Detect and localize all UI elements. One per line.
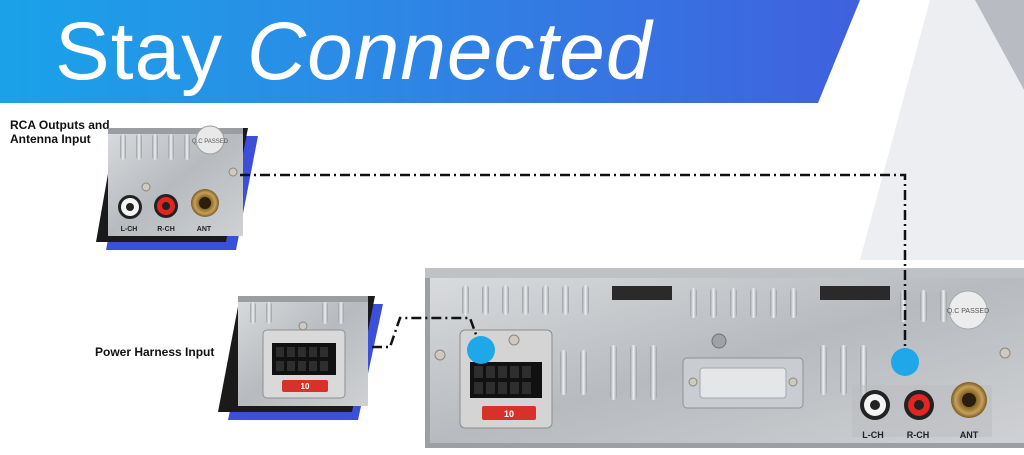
- header-banner: [0, 0, 860, 103]
- qc-sticker-text: Q.C PASSED: [947, 308, 989, 315]
- rca-connector-line: [240, 173, 907, 360]
- port-label-lch: L-CH: [862, 430, 884, 440]
- power-marker-dot: [467, 336, 495, 364]
- power-callout-label: Power Harness Input: [95, 345, 215, 359]
- port-label-ant: ANT: [960, 430, 979, 440]
- title-emphasis: Connected: [246, 6, 653, 97]
- rear-panel: Q.C PASSED 10 L-CH R-CH ANT: [425, 268, 1024, 448]
- fuse-label: 10: [504, 409, 514, 419]
- inset-label-rch: R-CH: [157, 226, 175, 233]
- title-plain: Stay: [55, 6, 224, 97]
- inset-fuse-label: 10: [301, 382, 310, 391]
- power-inset: 10: [218, 296, 383, 420]
- qc-sticker-small-text: Q.C PASSED: [192, 139, 229, 145]
- power-connector-line: [372, 316, 480, 349]
- rca-callout-label: RCA Outputs and Antenna Input: [10, 118, 110, 146]
- page-title: Stay Connected: [55, 2, 653, 102]
- inset-label-lch: L-CH: [121, 226, 138, 233]
- inset-label-ant: ANT: [197, 226, 212, 233]
- rca-marker-dot: [891, 348, 919, 376]
- rca-inset: Q.C PASSED L-CH R-CH ANT: [96, 125, 258, 250]
- port-label-rch: R-CH: [907, 430, 930, 440]
